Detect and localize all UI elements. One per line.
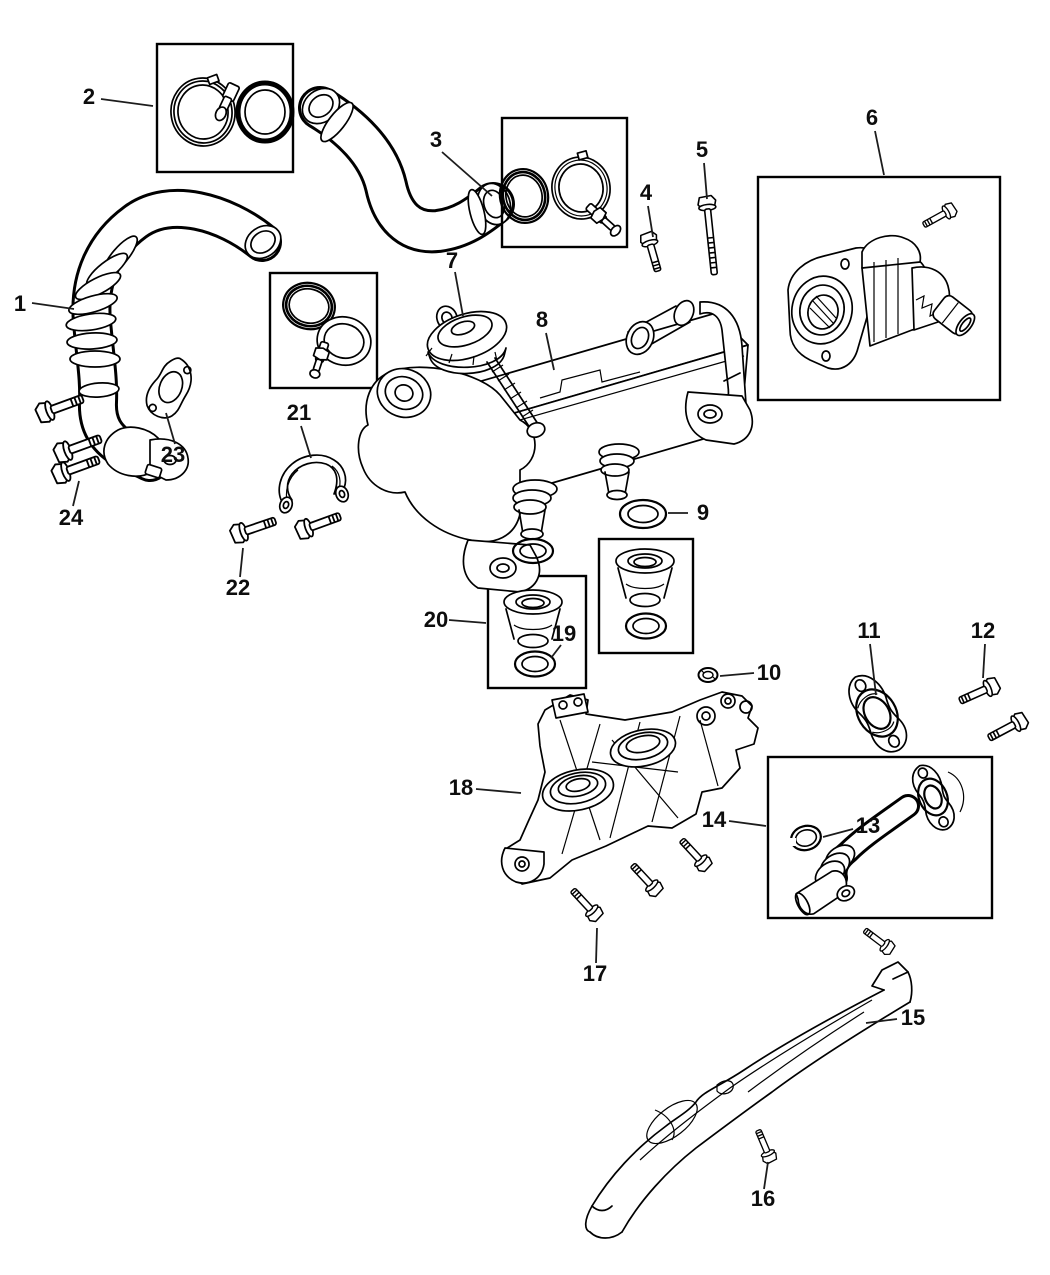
- bolt-17c: [674, 833, 715, 875]
- callout-2: 2: [83, 84, 95, 109]
- callout-4: 4: [640, 180, 653, 205]
- callout-20: 20: [424, 607, 448, 632]
- part-intake-manifold-housing: [500, 691, 759, 885]
- callout-labels: 1 2 3 4 5 6 7 8 9 10 11 12 13 14 15 16 1…: [14, 84, 995, 1211]
- callout-18: 18: [449, 775, 473, 800]
- callout-14: 14: [702, 807, 727, 832]
- bolt-12a: [955, 674, 1003, 710]
- bolt-12b: [983, 709, 1032, 747]
- callout-19: 19: [552, 621, 576, 646]
- cooler-bellows-left: [512, 479, 558, 540]
- bolt-16: [750, 1126, 780, 1166]
- part-egr-valve-assembly: [787, 200, 976, 370]
- part-o-ring-10: [697, 667, 719, 683]
- ring-gap: [788, 838, 796, 846]
- bolt-5: [696, 194, 725, 277]
- callout-3: 3: [430, 127, 442, 152]
- part-heat-shield: [584, 961, 913, 1239]
- part-seal-grommet-kit: [503, 589, 563, 678]
- callout-1: 1: [14, 291, 26, 316]
- bolt-shield-upper: [859, 923, 898, 958]
- manifold-port-left: [541, 768, 615, 812]
- callout-15: 15: [901, 1005, 925, 1030]
- part-clamp-bracket: [278, 454, 350, 514]
- callout-24: 24: [59, 505, 84, 530]
- kit-box-grommet-right: [597, 537, 695, 655]
- o-ring-under-cooler: [511, 537, 555, 565]
- bolt-22a: [227, 510, 280, 547]
- cooler-bellows-right: [598, 443, 640, 501]
- part-flange-gasket: [145, 357, 192, 419]
- kit-box-part6: [756, 175, 1002, 402]
- callout-8: 8: [536, 307, 548, 332]
- bolt-22b: [292, 506, 345, 543]
- callout-21: 21: [287, 400, 311, 425]
- bolt-17a: [565, 883, 606, 925]
- part-egr-tube-assembly: [788, 764, 965, 916]
- kit-box-seal-clamp-mid: [268, 271, 379, 390]
- callout-9: 9: [697, 500, 709, 525]
- callout-6: 6: [866, 105, 878, 130]
- callout-7: 7: [446, 248, 458, 273]
- part-seal-and-clamp-mid: [282, 281, 372, 379]
- valve-pin-bolt: [919, 200, 960, 233]
- callout-11: 11: [857, 618, 880, 643]
- kit-box-part14: [766, 755, 994, 920]
- part-retaining-ring: [788, 824, 822, 852]
- callout-17: 17: [583, 961, 607, 986]
- manifold-port-right: [609, 728, 677, 768]
- callout-12: 12: [971, 618, 995, 643]
- part-egr-tube-gasket: [848, 674, 908, 753]
- leader-lines: [31, 98, 986, 1190]
- part-egr-cooler: [357, 299, 754, 593]
- part-corrugated-inlet-hose: [65, 189, 282, 482]
- hose-corrugations: [65, 235, 139, 368]
- part-curved-outlet-hose: [298, 86, 515, 254]
- callout-23: 23: [161, 442, 185, 467]
- part-seal-and-clamp-upper: [498, 149, 622, 237]
- part-o-ring-9: [618, 498, 668, 530]
- bolt-17b: [625, 858, 666, 900]
- grommet-and-o-ring-right: [615, 548, 675, 640]
- callout-16: 16: [751, 1186, 775, 1211]
- part-vacuum-actuator: [425, 305, 546, 439]
- callout-22: 22: [226, 575, 250, 600]
- callout-10: 10: [757, 660, 781, 685]
- part-clamp-and-seal-kit: [170, 73, 295, 147]
- callout-13: 13: [856, 813, 880, 838]
- callout-5: 5: [696, 137, 708, 162]
